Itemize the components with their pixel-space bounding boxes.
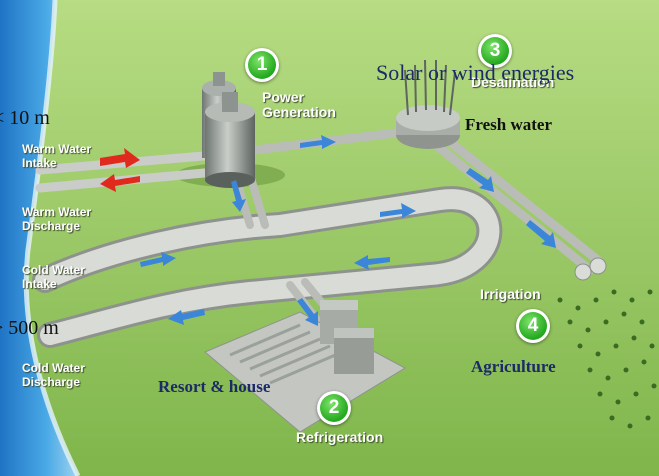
step-label-irrigation: Irrigation xyxy=(480,287,541,302)
label-cold-water-discharge: Cold Water Discharge xyxy=(22,361,85,389)
label-warm-water-intake: Warm Water Intake xyxy=(22,142,91,170)
step-number: 4 xyxy=(519,312,547,340)
irrigation-outlet xyxy=(590,258,606,274)
step-label-refrigeration: Refrigeration xyxy=(296,430,383,445)
step-number: 2 xyxy=(320,394,348,422)
step-badge-1: 1 xyxy=(245,48,279,82)
annotation-agriculture: Agriculture xyxy=(471,357,556,377)
depth-label-deep: > 500 m xyxy=(0,317,59,340)
step-number: 1 xyxy=(248,51,276,79)
annotation-fresh-water: Fresh water xyxy=(465,115,552,135)
annotation-solar-wind: Solar or wind energies xyxy=(376,60,574,86)
irrigation-outlet xyxy=(575,264,591,280)
step-label-power-generation: Power Generation xyxy=(262,90,336,120)
annotation-resort-house: Resort & house xyxy=(158,377,270,397)
step-badge-2: 2 xyxy=(317,391,351,425)
label-cold-water-intake: Cold Water Intake xyxy=(22,263,85,291)
label-warm-water-discharge: Warm Water Discharge xyxy=(22,205,91,233)
step-badge-4: 4 xyxy=(516,309,550,343)
depth-label-shallow: < 10 m xyxy=(0,107,50,130)
